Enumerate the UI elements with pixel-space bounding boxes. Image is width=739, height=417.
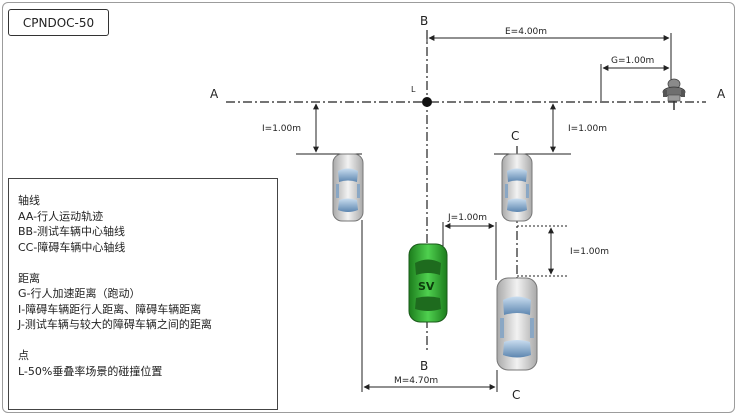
axis-c-bottom-label: C — [512, 388, 520, 402]
dimension-i-middle-label: I=1.00m — [570, 247, 609, 257]
obstacle-vehicle-right-bottom — [496, 277, 538, 371]
dimension-i-left-label: I=1.00m — [262, 124, 301, 134]
legend-axis-aa: AA-行人运动轨迹 — [18, 209, 104, 223]
legend-distance-i: I-障碍车辆距行人距离、障碍车辆距离 — [18, 302, 202, 316]
legend-distance-j: J-测试车辆与较大的障碍车辆之间的距离 — [18, 318, 212, 331]
axis-c-top-label: C — [511, 129, 519, 143]
collision-point-label: L — [411, 85, 416, 94]
legend-axis-cc: CC-障碍车辆中心轴线 — [18, 240, 126, 254]
obstacle-vehicle-left — [332, 153, 364, 222]
collision-point-l — [422, 97, 432, 107]
axis-a-right-label: A — [717, 87, 726, 101]
legend-point-l: L-50%垂叠率场景的碰撞位置 — [18, 364, 163, 378]
legend-distance-g: G-行人加速距离（跑动） — [18, 287, 141, 300]
dimension-m-label: M=4.70m — [394, 376, 438, 386]
legend-points-title: 点 — [18, 349, 29, 362]
legend-axes-title: 轴线 — [18, 194, 40, 207]
legend-axes-group: 轴线 AA-行人运动轨迹 BB-测试车辆中心轴线 CC-障碍车辆中心轴线 — [18, 193, 277, 255]
subject-vehicle-label: SV — [418, 280, 435, 293]
legend-distances-group: 距离 G-行人加速距离（跑动） I-障碍车辆距行人距离、障碍车辆距离 J-测试车… — [18, 271, 277, 333]
obstacle-vehicle-right-top — [501, 153, 533, 222]
dimension-i-right-label: I=1.00m — [568, 124, 607, 134]
legend-panel: 轴线 AA-行人运动轨迹 BB-测试车辆中心轴线 CC-障碍车辆中心轴线 距离 … — [8, 178, 278, 410]
subject-vehicle: SV — [408, 243, 448, 323]
dimension-e-label: E=4.00m — [505, 27, 547, 37]
legend-points-group: 点 L-50%垂叠率场景的碰撞位置 — [18, 348, 277, 379]
axis-b-bottom-label: B — [420, 359, 428, 373]
legend-distances-title: 距离 — [18, 271, 40, 285]
axis-b-top-label: B — [420, 14, 428, 28]
legend-axis-bb: BB-测试车辆中心轴线 — [18, 225, 126, 238]
dimension-j-label: J=1.00m — [447, 213, 487, 223]
axis-a-left-label: A — [210, 87, 219, 101]
document-id-label: CPNDOC-50 — [8, 9, 109, 36]
dimension-g-label: G=1.00m — [611, 56, 654, 66]
pedestrian-dummy-icon — [662, 78, 686, 110]
